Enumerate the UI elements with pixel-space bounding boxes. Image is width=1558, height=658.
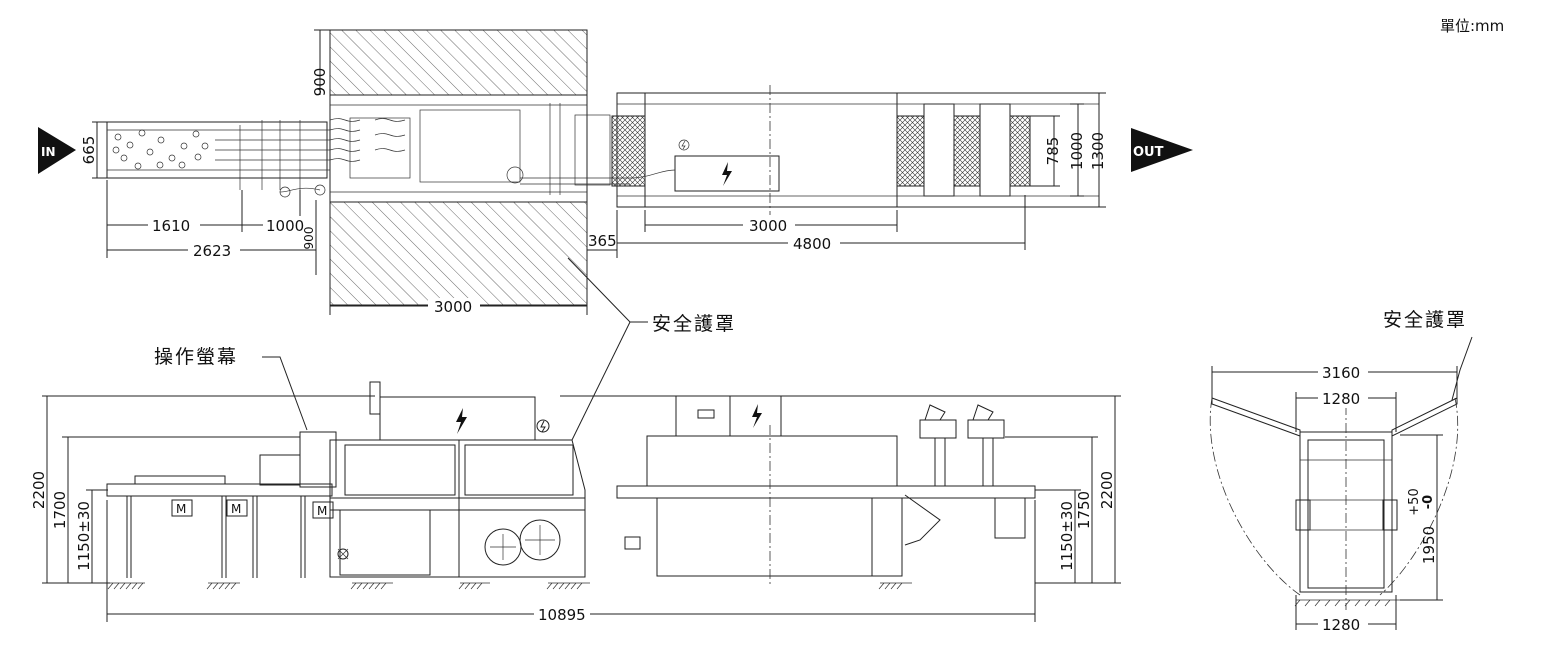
dim-1150-right: 1150±30: [1058, 501, 1076, 571]
wrapper-body-top: [329, 94, 588, 203]
top-view: IN: [38, 29, 1193, 316]
dim-365: 365: [588, 232, 617, 250]
out-label: OUT: [1133, 145, 1164, 160]
callout-safety-cover-side: 安全護罩: [1383, 309, 1467, 331]
in-arrow-icon: IN: [38, 127, 76, 174]
voltage-warning-icon-side: [536, 419, 550, 433]
end-view: 3160 1280 1280 1950 +50 -0: [1209, 364, 1459, 634]
dim-785: 785: [1044, 137, 1062, 166]
voltage-warning-icon: [678, 139, 690, 151]
safety-zone-bottom: [329, 201, 588, 306]
dim-3000-tunnel: 3000: [749, 217, 787, 235]
dim-1280-top: 1280: [1322, 390, 1360, 408]
electrical-cabinet-top: [674, 155, 780, 192]
tol-plus: +50: [1407, 488, 1422, 515]
high-voltage-icon: [722, 162, 732, 186]
motor-label-1: M: [176, 502, 186, 516]
dim-1610-text: 1610: [152, 217, 190, 235]
callout-safety-cover: 安全護罩: [652, 313, 736, 335]
dim-2200-left: 2200: [30, 471, 48, 509]
dim-1700: 1700: [51, 491, 69, 529]
dim-3160: 3160: [1322, 364, 1360, 382]
dim-1750: 1750: [1075, 491, 1093, 529]
dim-900-bottom: 900: [302, 227, 316, 250]
high-voltage-icon-cabinet: [752, 404, 762, 428]
callout-operation-screen: 操作螢幕: [154, 346, 238, 368]
dim-665: 665: [80, 136, 98, 165]
tol-minus: -0: [1421, 495, 1436, 509]
dim-4800: 4800: [793, 235, 831, 253]
side-view: M M M: [30, 381, 1121, 624]
safety-zone-top: [329, 29, 588, 96]
dim-1150-left: 1150±30: [75, 501, 93, 571]
dim-900-top: 900: [311, 68, 329, 97]
out-arrow-icon: OUT: [1131, 128, 1193, 172]
dim-3000-cover: 3000: [434, 298, 472, 316]
dim-1300: 1300: [1089, 132, 1107, 170]
dim-1000-right: 1000: [1068, 132, 1086, 170]
unit-label: 單位:mm: [1440, 17, 1504, 35]
dim-1280-bottom: 1280: [1322, 616, 1360, 634]
dim-10895: 10895: [538, 606, 586, 624]
shrink-tunnel-side: [646, 435, 898, 487]
callouts: 安全護罩 操作螢幕 安全護罩: [154, 257, 1473, 441]
dim-1000: 1000: [266, 217, 304, 235]
electrical-cabinet-side: [675, 395, 782, 437]
high-voltage-icon-side: [456, 408, 467, 434]
dim-2200-right: 2200: [1098, 471, 1116, 509]
motor-label-2: M: [231, 502, 241, 516]
in-label: IN: [41, 145, 56, 159]
dim-1950: 1950: [1420, 526, 1438, 564]
infeed-products: [112, 129, 209, 170]
dim-2623: 2623: [193, 242, 231, 260]
wrapper-side-body: [329, 439, 586, 578]
motor-label-3: M: [317, 504, 327, 518]
